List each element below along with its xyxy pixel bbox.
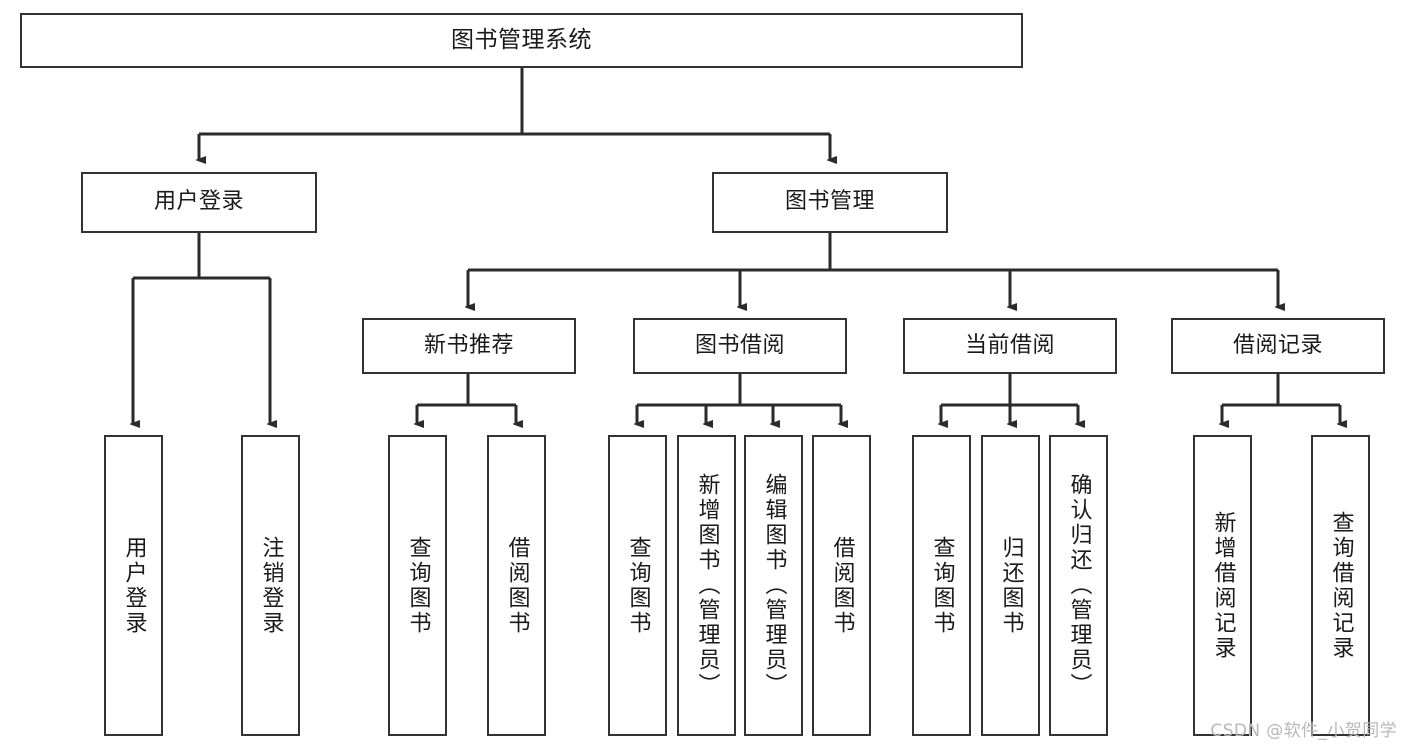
node-label: 图书借阅 xyxy=(694,332,785,358)
leaf-user-login-logout[interactable]: 注销登录 xyxy=(241,435,300,736)
node-label: 新书推荐 xyxy=(423,332,514,358)
leaf-book-borrow-borrow[interactable]: 借阅图书 xyxy=(812,435,871,736)
node-label: 编辑图书（管理员） xyxy=(761,473,787,698)
node-book-borrow[interactable]: 图书借阅 xyxy=(633,318,847,374)
node-label: 借阅图书 xyxy=(504,535,530,636)
leaf-book-borrow-add[interactable]: 新增图书（管理员） xyxy=(677,435,736,736)
node-label: 借阅记录 xyxy=(1232,332,1323,358)
node-label: 用户登录 xyxy=(153,189,244,215)
leaf-current-borrow-return[interactable]: 归还图书 xyxy=(981,435,1040,736)
node-label: 借阅图书 xyxy=(829,535,855,636)
watermark-text: CSDN @软件_小贺同学 xyxy=(1210,721,1397,741)
leaf-new-book-query[interactable]: 查询图书 xyxy=(388,435,447,736)
node-label: 确认归还（管理员） xyxy=(1066,473,1092,698)
node-borrow-record[interactable]: 借阅记录 xyxy=(1171,318,1385,374)
leaf-user-login-login[interactable]: 用户登录 xyxy=(104,435,163,736)
leaf-borrow-record-query[interactable]: 查询借阅记录 xyxy=(1311,435,1370,736)
node-new-book-recommend[interactable]: 新书推荐 xyxy=(362,318,576,374)
node-root-system[interactable]: 图书管理系统 xyxy=(20,13,1023,68)
node-label: 用户登录 xyxy=(121,535,147,636)
leaf-book-borrow-query[interactable]: 查询图书 xyxy=(608,435,667,736)
leaf-borrow-record-add[interactable]: 新增借阅记录 xyxy=(1193,435,1252,736)
leaf-new-book-borrow[interactable]: 借阅图书 xyxy=(487,435,546,736)
node-user-login[interactable]: 用户登录 xyxy=(81,172,317,233)
node-label: 归还图书 xyxy=(998,535,1024,636)
node-book-management[interactable]: 图书管理 xyxy=(712,172,948,233)
node-label: 图书管理 xyxy=(784,189,875,215)
node-current-borrow[interactable]: 当前借阅 xyxy=(903,318,1117,374)
leaf-book-borrow-edit[interactable]: 编辑图书（管理员） xyxy=(744,435,803,736)
node-label: 查询图书 xyxy=(929,535,955,636)
node-label: 查询图书 xyxy=(405,535,431,636)
node-label: 查询图书 xyxy=(625,535,651,636)
node-label: 当前借阅 xyxy=(964,332,1055,358)
leaf-current-borrow-query[interactable]: 查询图书 xyxy=(912,435,971,736)
node-label: 注销登录 xyxy=(258,535,284,636)
node-label: 新增借阅记录 xyxy=(1210,510,1236,661)
node-label: 查询借阅记录 xyxy=(1328,510,1354,661)
leaf-current-borrow-confirm-return[interactable]: 确认归还（管理员） xyxy=(1049,435,1108,736)
node-label: 图书管理系统 xyxy=(451,26,592,53)
node-label: 新增图书（管理员） xyxy=(694,473,720,698)
